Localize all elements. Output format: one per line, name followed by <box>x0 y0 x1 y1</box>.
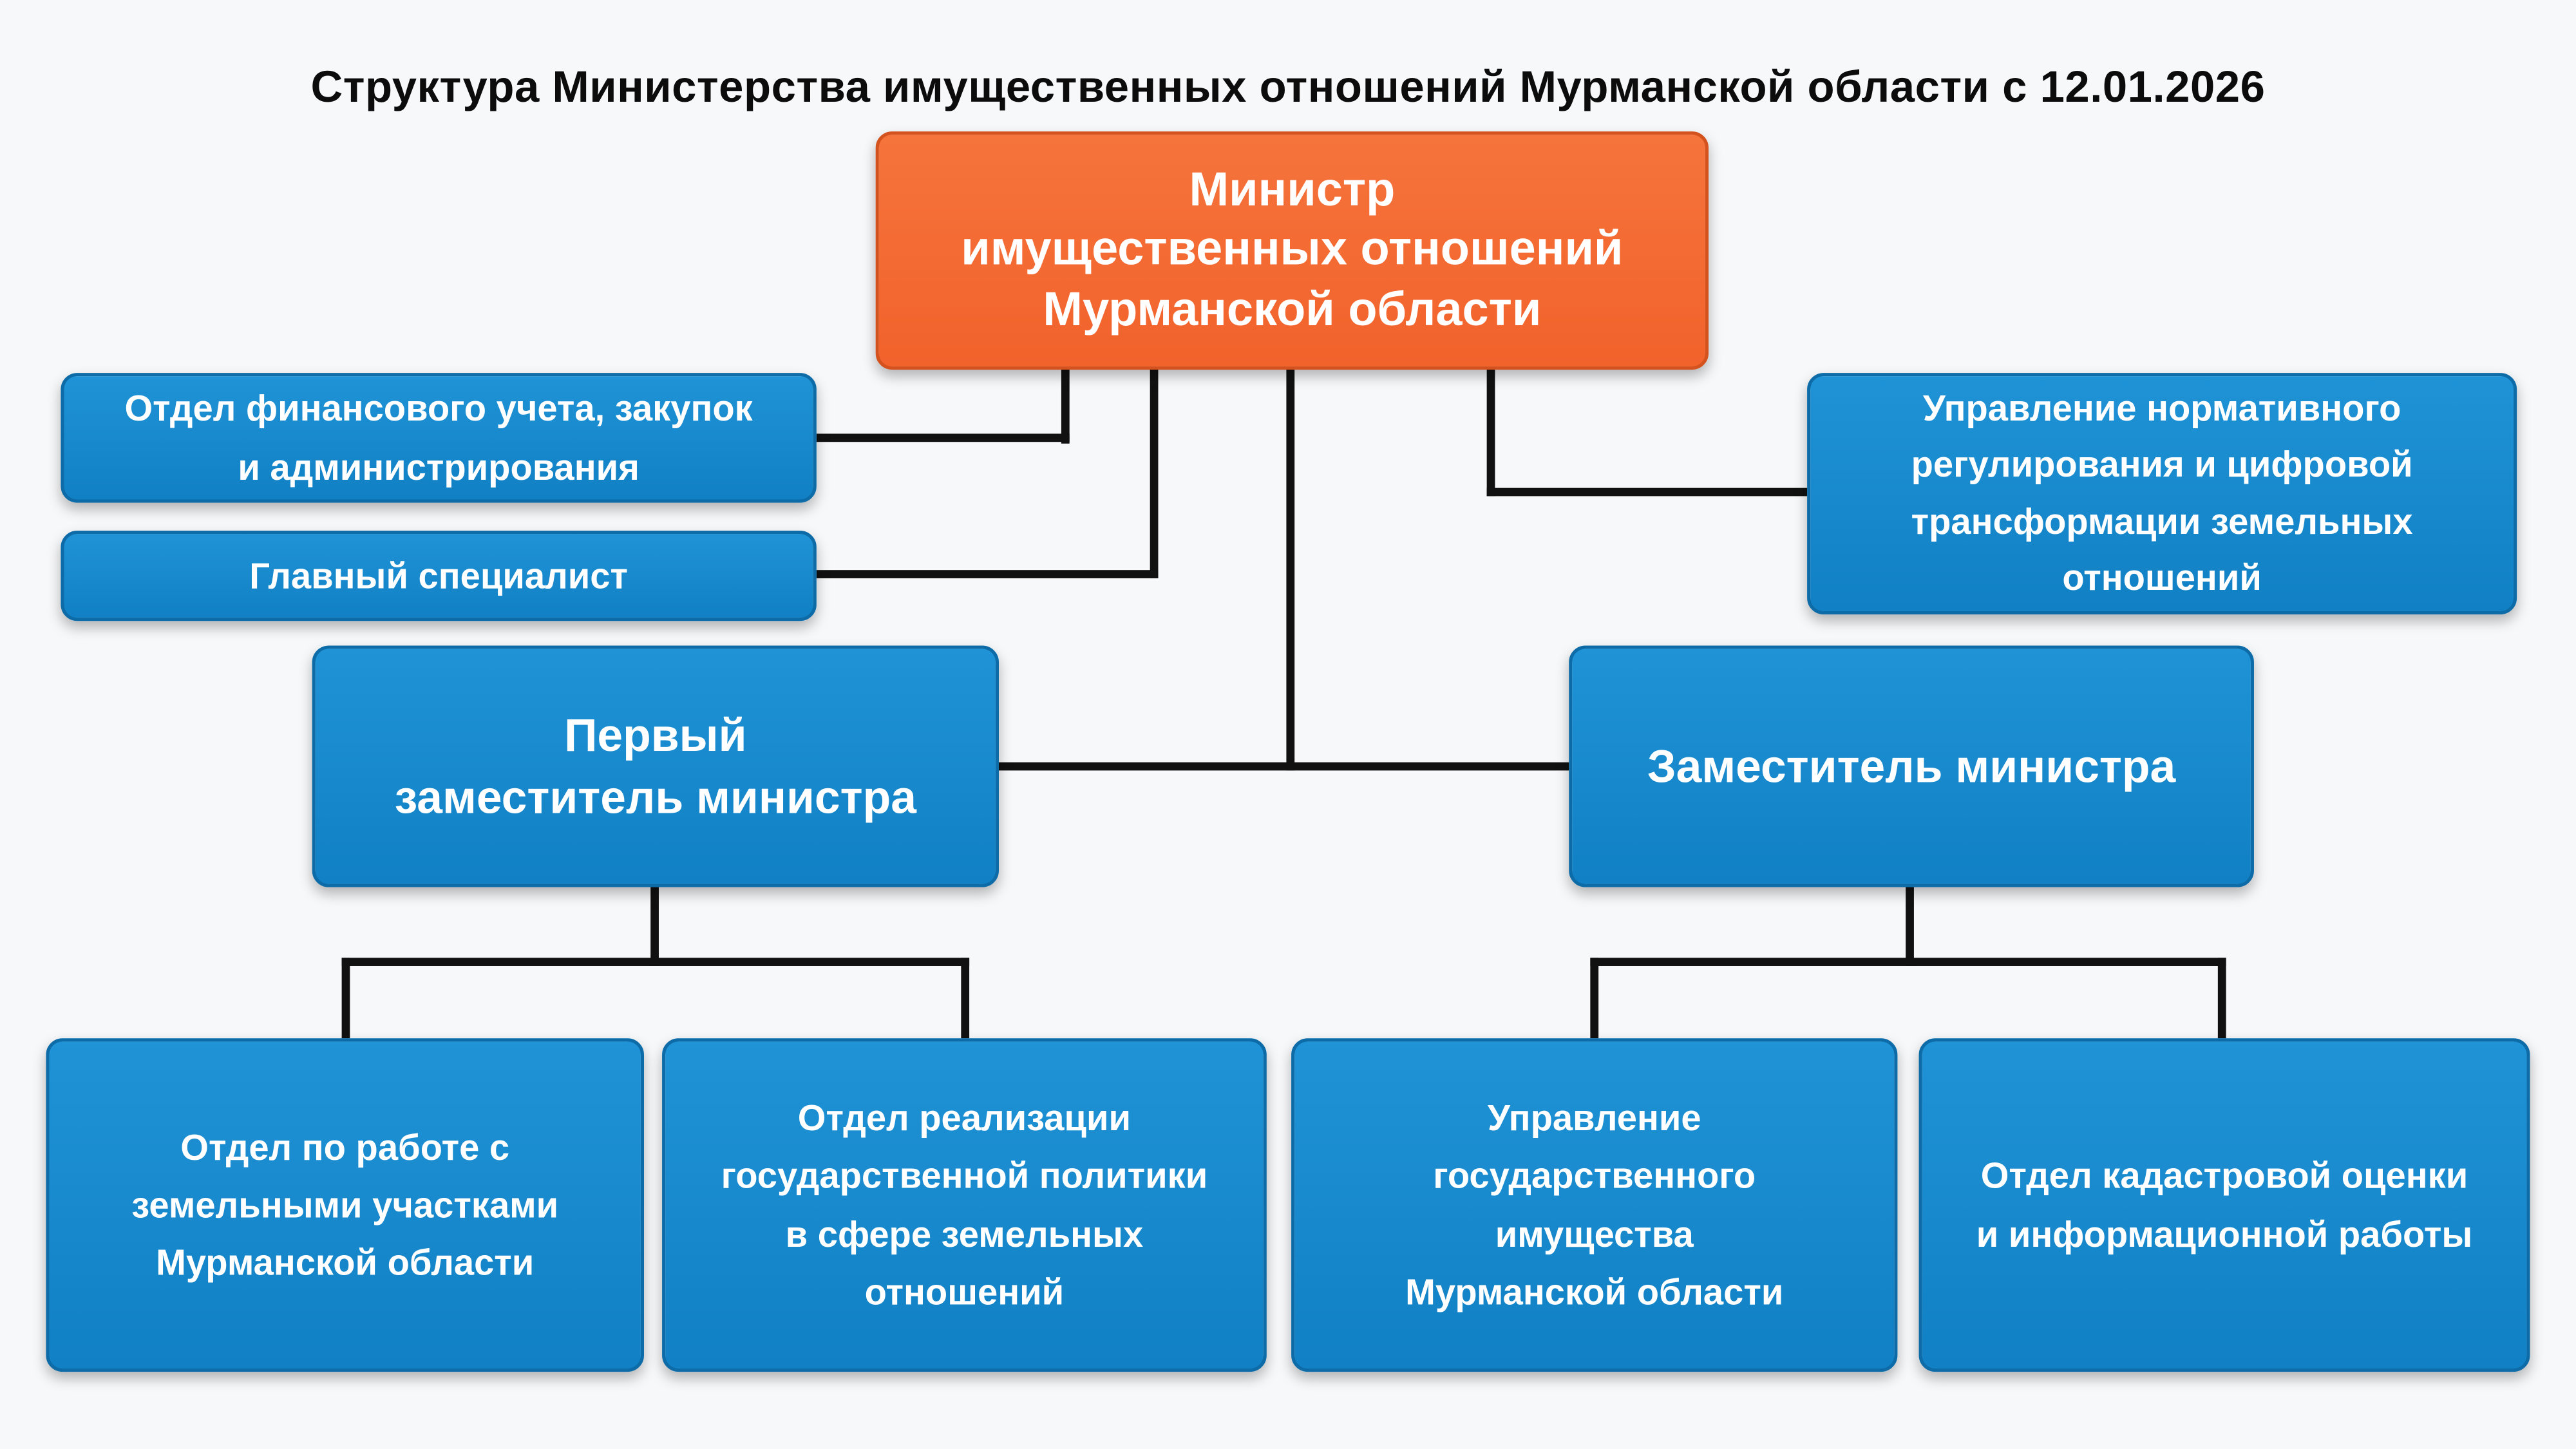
node-normative-regulation-label: Управление нормативного регулирования и … <box>1911 388 2413 598</box>
connector <box>999 762 1569 771</box>
connector <box>1486 488 1808 497</box>
node-cadastral-department: Отдел кадастровой оценки и информационно… <box>1918 1038 2530 1372</box>
connector <box>1061 368 1070 444</box>
node-chief-specialist: Главный специалист <box>61 530 817 621</box>
connector <box>1486 368 1495 497</box>
node-first-deputy-minister: Первый заместитель министра <box>312 645 999 887</box>
node-state-property-directorate-label: Управление государственного имущества Му… <box>1405 1097 1784 1312</box>
node-state-policy-department-label: Отдел реализации государственной политик… <box>721 1097 1208 1312</box>
connector <box>650 887 659 966</box>
connector <box>341 958 970 966</box>
node-state-property-directorate: Управление государственного имущества Му… <box>1291 1038 1898 1372</box>
node-minister-label: Министр имущественных отношений Мурманск… <box>961 164 1624 336</box>
node-finance-department-label: Отдел финансового учета, закупок и админ… <box>124 388 753 488</box>
node-finance-department: Отдел финансового учета, закупок и админ… <box>61 373 817 503</box>
node-state-policy-department: Отдел реализации государственной политик… <box>662 1038 1267 1372</box>
connector <box>816 433 1070 442</box>
connector <box>1590 958 2226 966</box>
connector <box>1906 887 1914 966</box>
node-land-plots-department-label: Отдел по работе с земельными участками М… <box>131 1126 559 1283</box>
connector <box>2217 958 2226 1039</box>
connector <box>1286 368 1295 771</box>
node-first-deputy-minister-label: Первый заместитель министра <box>394 709 916 822</box>
node-minister: Министр имущественных отношений Мурманск… <box>875 131 1709 370</box>
node-normative-regulation: Управление нормативного регулирования и … <box>1807 373 2517 615</box>
connector <box>1150 368 1159 578</box>
chart-title: Структура Министерства имущественных отн… <box>310 62 2266 112</box>
connector <box>1590 958 1599 1039</box>
node-deputy-minister-label: Заместитель министра <box>1647 740 2176 791</box>
connector <box>961 958 970 1039</box>
connector <box>816 570 1159 578</box>
node-land-plots-department: Отдел по работе с земельными участками М… <box>46 1038 644 1372</box>
node-deputy-minister: Заместитель министра <box>1569 645 2254 887</box>
node-chief-specialist-label: Главный специалист <box>249 554 628 596</box>
connector <box>341 958 350 1039</box>
node-cadastral-department-label: Отдел кадастровой оценки и информационно… <box>1976 1155 2473 1255</box>
